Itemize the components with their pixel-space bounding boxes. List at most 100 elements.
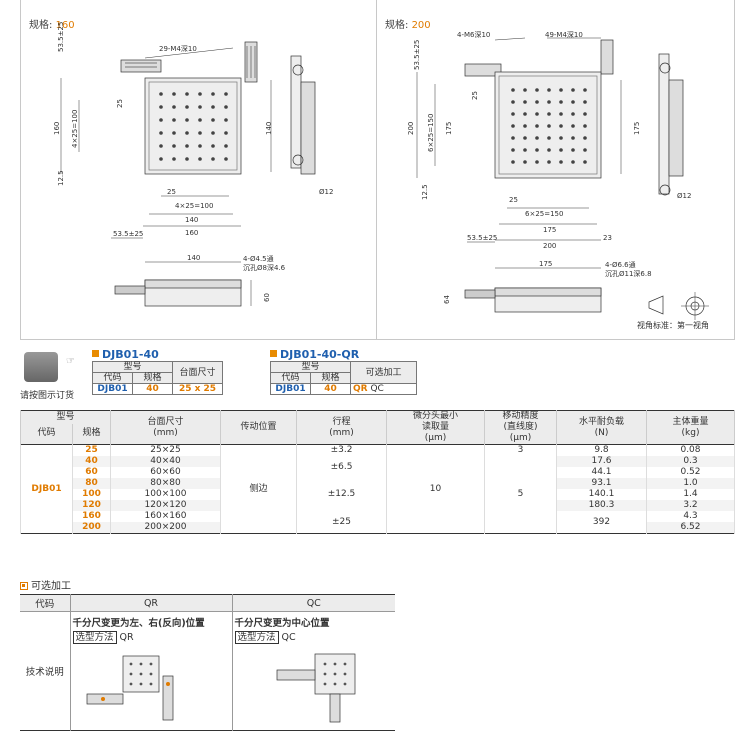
o2-opt1: QR: [353, 384, 368, 394]
dim-535: 53.5±25: [57, 21, 65, 52]
cell-code: DJB01: [20, 444, 73, 534]
hand-icon: ☞: [66, 356, 75, 367]
dim-6x25h: 6×25=150: [525, 210, 564, 218]
cell-load: 9.8: [556, 444, 647, 456]
cell-size: 160×160: [110, 511, 221, 522]
drawing-200: [416, 37, 709, 320]
th-micro-u: (μm): [424, 433, 447, 443]
dim-535r: 53.5±25: [413, 39, 421, 70]
cell-spec: 40: [72, 456, 111, 467]
table-row: DJB01 25 25×25 侧边 ±3.2 10 3 9.8 0.08: [20, 444, 735, 534]
dim-23: 23: [603, 234, 612, 242]
o2-h-spec: 规格: [310, 372, 351, 384]
cell-stroke: ±12.5: [296, 478, 387, 511]
dim-tap: 29-M4深10: [159, 45, 197, 53]
dim-4x25v: 4×25=100: [71, 109, 79, 148]
opt-row-label: 技术说明: [20, 611, 71, 731]
cell-size: 25×25: [110, 444, 221, 456]
dim-125r: 12.5: [421, 184, 429, 200]
cell-spec: 100: [72, 489, 111, 500]
th-micro1: 微分头最小: [412, 411, 458, 421]
opt-h-code: 代码: [20, 594, 71, 612]
cell-spec: 60: [72, 467, 111, 478]
view-note: 视角标准：第一视角: [637, 321, 709, 330]
th-prec-u: (μm): [509, 433, 532, 443]
cell-load: 140.1: [556, 489, 647, 500]
cell-prec: 3: [484, 444, 557, 456]
cell-weight: 4.3: [646, 511, 735, 522]
cell-weight: 6.52: [646, 522, 735, 534]
th-micro2: 读取量: [421, 422, 449, 432]
table-row: 60 60×60 44.1 0.52: [21, 467, 735, 478]
o1-h-size: 台面尺寸: [172, 361, 223, 384]
table-row: 200 200×200 6.52: [21, 522, 735, 534]
opt-section-title: 可选加工: [20, 577, 71, 592]
cell-weight: 0.52: [646, 467, 735, 478]
cell-drive: 侧边: [220, 444, 297, 534]
qr-diagram: [86, 655, 173, 721]
cell-size: 40×40: [110, 456, 221, 467]
cell-spec: 80: [72, 478, 111, 489]
dim-s64: 64: [443, 295, 451, 304]
th-code: 代码: [20, 423, 73, 445]
o1-spec: 40: [132, 383, 173, 395]
dim-140v: 140: [265, 121, 273, 135]
table-row: 120 120×120 180.3 3.2: [21, 500, 735, 511]
cell-spec: 200: [72, 522, 111, 534]
cell-load: 93.1: [556, 478, 647, 489]
th-prec2: (直线度): [503, 422, 538, 432]
dim-535b: 53.5±25: [113, 230, 144, 238]
th-stroke: 行程: [332, 416, 351, 427]
table-row: 80 80×80 ±12.5 93.1 1.0: [21, 478, 735, 511]
th-type: 型号: [20, 410, 111, 424]
drawing-panel-200: 规格: 200 4-M6深10 49-M4深: [376, 0, 735, 340]
cell-micro: 10: [386, 444, 485, 534]
cell-stroke: ±3.2: [296, 444, 387, 456]
cell-load: 180.3: [556, 500, 647, 511]
qr-sel-label: 选型方法: [72, 631, 117, 644]
dim-535br: 53.5±25: [467, 234, 498, 242]
spec-label-200: 规格: 200: [385, 20, 431, 31]
dim-shole1r: 4-Ø6.6通: [605, 261, 636, 269]
cell-size: 100×100: [110, 489, 221, 500]
spec-label-160: 规格: 160: [29, 20, 75, 31]
th-load-u: (N): [594, 427, 609, 438]
dim-shole1: 4-Ø4.5通: [243, 255, 274, 263]
dim-o12: Ø12: [319, 188, 334, 196]
cell-size: 200×200: [110, 522, 221, 534]
cell-weight: 0.08: [646, 444, 735, 456]
cell-load: 17.6: [556, 456, 647, 467]
dim-160v: 160: [53, 121, 61, 135]
dim-s175: 175: [539, 260, 553, 268]
qc-code: QC: [281, 632, 296, 643]
cell-weight: 1.0: [646, 478, 735, 489]
th-size: 台面尺寸: [147, 416, 184, 427]
cell-weight: 3.2: [646, 500, 735, 511]
cell-stroke: ±25: [296, 511, 387, 534]
table-row: 160 160×160 ±25 392 4.3: [21, 511, 735, 534]
th-drive: 传动位置: [220, 410, 297, 445]
cell-prec: 5: [484, 456, 557, 534]
dim-s140: 140: [187, 254, 201, 262]
dim-25vr: 25: [471, 91, 479, 100]
table-row: 40 40×40 ±6.5 5 17.6 0.3: [21, 456, 735, 534]
dim-tap1: 4-M6深10: [457, 31, 491, 39]
qr-title: 千分尺变更为左、右(反向)位置: [72, 618, 205, 629]
cell-load: 44.1: [556, 467, 647, 478]
dim-140h: 140: [185, 216, 199, 224]
o1-h-type: 型号: [92, 361, 173, 373]
cell-load: 392: [556, 511, 647, 534]
qc-diagram: [276, 653, 355, 723]
dim-4x25h: 4×25=100: [175, 202, 214, 210]
dim-175v: 175: [445, 121, 453, 135]
phone-icon: [24, 352, 58, 382]
o2-h-type: 型号: [270, 361, 351, 373]
th-load: 水平耐负载: [578, 416, 624, 427]
opt-table: 代码 QR QC 技术说明 千分尺变更为左、右(反向)位置 选型方法 QR 千分…: [20, 594, 395, 731]
opt-h-qr: QR: [70, 594, 233, 612]
th-spec: 规格: [72, 423, 111, 445]
cell-weight: 0.3: [646, 456, 735, 467]
dim-175h: 175: [543, 226, 557, 234]
